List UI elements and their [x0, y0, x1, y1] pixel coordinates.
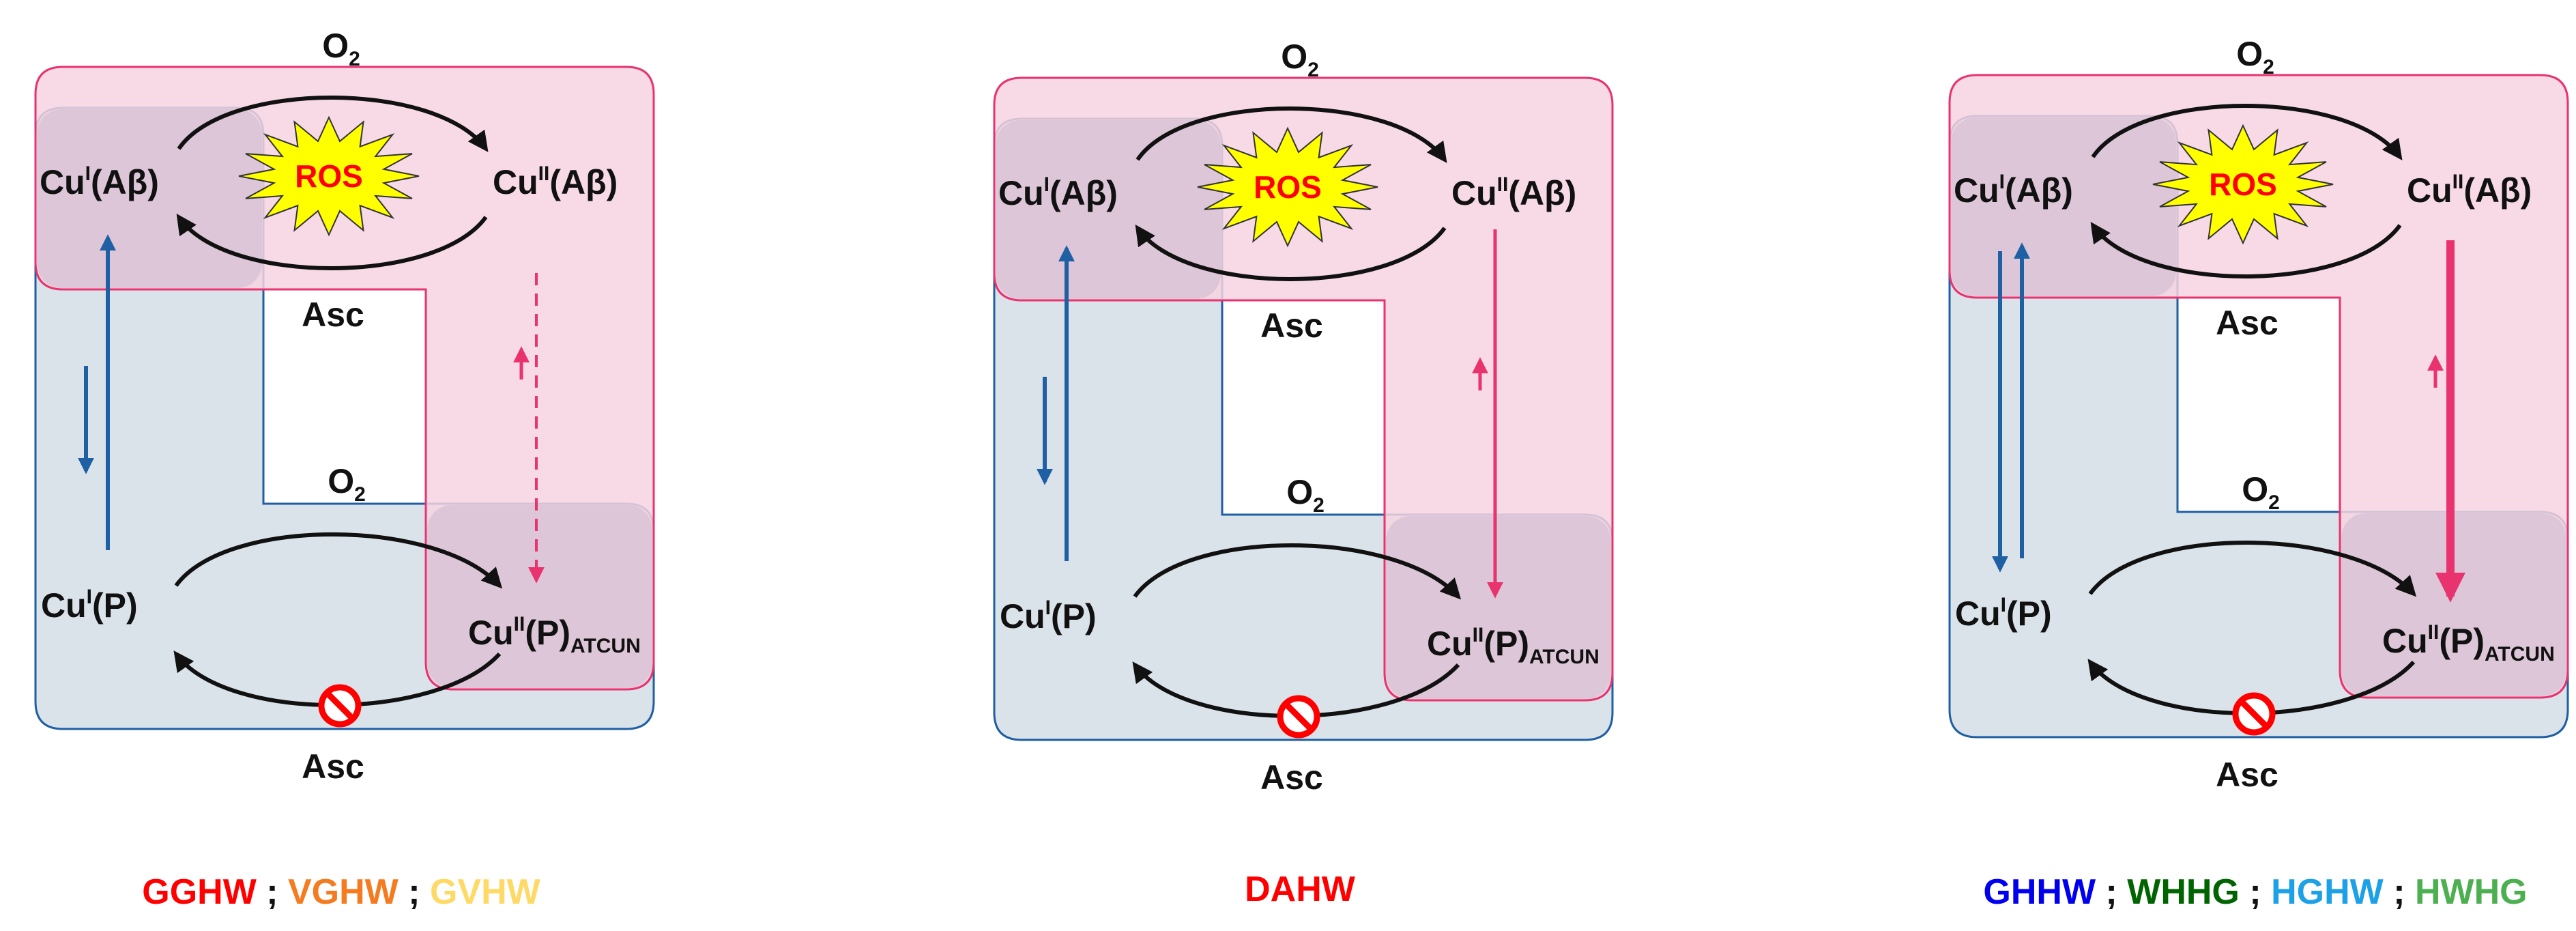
cu2-abeta-label: CuII(Aβ) — [493, 162, 618, 201]
peptide-name: HGHW — [2271, 872, 2384, 912]
cu1-abeta-label: CuI(Aβ) — [998, 173, 1118, 212]
ros-label: ROS — [2209, 167, 2277, 202]
cycle-panel-1: O2O2AscAscCuI(Aβ)CuII(Aβ)CuI(P)CuII(P)AT… — [34, 27, 655, 912]
asc-top-label: Asc — [1260, 306, 1323, 345]
peptide-legend-2: DAHW — [1245, 870, 1356, 909]
cu2-atcun-label: CuII(P)ATCUN — [2382, 621, 2555, 665]
peptide-name: GHHW — [1983, 872, 2096, 912]
peptide-oxidation-arrow — [1133, 543, 1462, 600]
legend-separator: ; — [399, 872, 430, 912]
ros-burst — [238, 115, 420, 237]
abeta-reduction-arrow — [1135, 225, 1447, 281]
asc-top-label: Asc — [302, 296, 364, 334]
cu2-atcun-label: CuII(P)ATCUN — [468, 613, 641, 657]
cu2-abeta-label: CuII(Aβ) — [2407, 171, 2532, 210]
o2-bottom-label: O2 — [1286, 473, 1325, 517]
ros-burst — [1197, 126, 1378, 248]
overlap-bottom-right — [2341, 513, 2566, 696]
cu2-abeta-label: CuII(Aβ) — [1451, 173, 1576, 212]
o2-bottom-label: O2 — [2242, 470, 2280, 514]
ros-burst — [2152, 124, 2334, 245]
peptide-name: DAHW — [1245, 870, 1356, 909]
blocked-icon-bar — [2239, 699, 2269, 729]
overlap-bottom-right — [427, 505, 652, 688]
ros-label: ROS — [1254, 169, 1322, 205]
peptide-name: HWHG — [2415, 872, 2528, 912]
cu1-abeta-label: CuI(Aβ) — [40, 162, 159, 201]
peptide-name: VGHW — [288, 872, 399, 912]
blocked-icon-bar — [325, 691, 355, 721]
abeta-oxidation-arrow — [2091, 104, 2403, 160]
o2-top-label: O2 — [322, 27, 360, 70]
cu1-peptide-label: CuI(P) — [41, 586, 138, 625]
peptide-legend-1: GGHW ; VGHW ; GVHW — [142, 872, 540, 912]
abeta-reduction-arrow — [2090, 222, 2402, 278]
asc-bottom-label: Asc — [1260, 758, 1323, 797]
o2-top-label: O2 — [1281, 38, 1319, 81]
peptide-oxidation-arrow — [174, 532, 503, 589]
cu2-atcun-label: CuII(P)ATCUN — [1427, 624, 1600, 668]
peptide-name: GVHW — [430, 872, 541, 912]
peptide-oxidation-arrow — [2088, 541, 2417, 597]
abeta-reduction-arrow — [176, 214, 488, 270]
ros-label: ROS — [295, 158, 363, 194]
overlap-bottom-right — [1386, 516, 1611, 699]
asc-bottom-label: Asc — [302, 747, 364, 786]
legend-separator: ; — [257, 872, 288, 912]
cu1-peptide-label: CuI(P) — [1955, 594, 2052, 633]
cycle-panel-3: O2O2AscAscCuI(Aβ)CuII(Aβ)CuI(P)CuII(P)AT… — [1948, 35, 2569, 912]
abeta-oxidation-arrow — [177, 96, 489, 152]
asc-top-label: Asc — [2216, 304, 2278, 342]
legend-separator: ; — [2384, 872, 2415, 912]
blocked-icon-bar — [1284, 702, 1314, 732]
cu1-peptide-label: CuI(P) — [1000, 597, 1097, 635]
legend-separator: ; — [2240, 872, 2271, 912]
o2-bottom-label: O2 — [328, 462, 366, 506]
cycle-panel-2: O2O2AscAscCuI(Aβ)CuII(Aβ)CuI(P)CuII(P)AT… — [993, 38, 1614, 909]
peptide-name: GGHW — [142, 872, 257, 912]
o2-top-label: O2 — [2236, 35, 2274, 78]
abeta-oxidation-arrow — [1135, 106, 1447, 163]
cu1-abeta-label: CuI(Aβ) — [1954, 171, 2073, 210]
peptide-name: WHHG — [2127, 872, 2240, 912]
peptide-legend-3: GHHW ; WHHG ; HGHW ; HWHG — [1983, 872, 2527, 912]
legend-separator: ; — [2096, 872, 2127, 912]
asc-bottom-label: Asc — [2216, 756, 2278, 794]
